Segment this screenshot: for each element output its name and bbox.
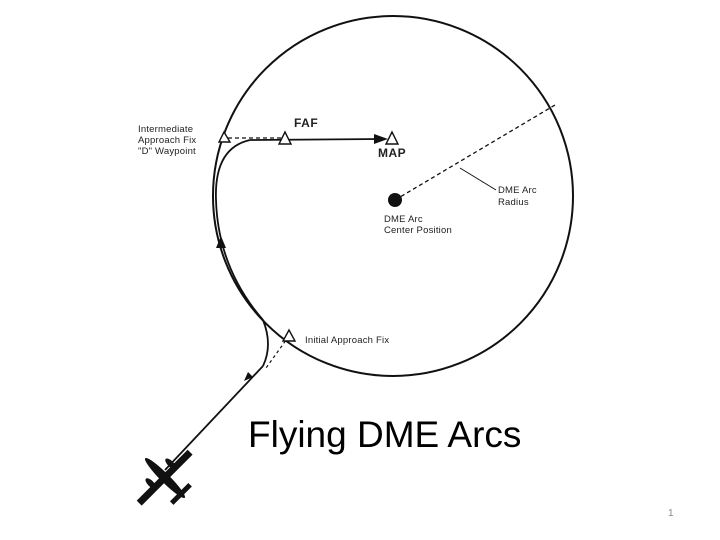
center-label-line2: Center Position	[384, 225, 452, 236]
arc-path	[215, 139, 264, 321]
iaf-waypoint-triangle-icon	[281, 328, 297, 342]
arrowhead-icon	[216, 236, 226, 248]
airplane-icon	[136, 449, 193, 506]
radius-label-line1: DME Arc	[498, 185, 537, 196]
arrowhead-icon	[374, 134, 388, 144]
map-waypoint-triangle-icon	[384, 130, 400, 145]
inbound-path	[164, 365, 264, 471]
radius-label-line2: Radius	[498, 197, 529, 208]
if-label-line3: "D" Waypoint	[138, 146, 196, 157]
iaf-label: Initial Approach Fix	[305, 335, 389, 346]
dme-radius-line	[394, 104, 556, 201]
slide-number: 1	[668, 508, 674, 519]
slide-title: Flying DME Arcs	[248, 414, 522, 455]
dme-arc-circle	[212, 15, 574, 377]
arrowhead-icon	[244, 372, 253, 381]
if-waypoint-triangle-icon	[217, 130, 232, 143]
radius-leader-line	[459, 167, 497, 191]
center-dot-icon	[388, 193, 402, 207]
if-label-line2: Approach Fix	[138, 135, 196, 146]
final-approach-course	[249, 138, 386, 141]
if-label-line1: Intermediate	[138, 124, 193, 135]
center-label-line1: DME Arc	[384, 214, 423, 225]
faf-label: FAF	[294, 116, 318, 130]
map-label: MAP	[378, 146, 406, 160]
lead-turn-path	[262, 319, 269, 367]
faf-waypoint-triangle-icon	[277, 130, 293, 145]
